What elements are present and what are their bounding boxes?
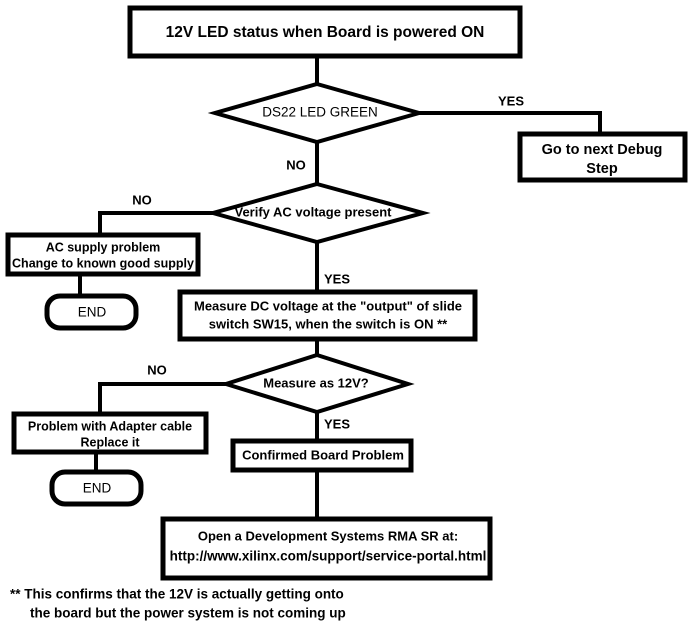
process-adapter-cable-problem [11,411,209,455]
connector-verify-ac-no-to-ac-supply [98,211,213,235]
decision-ds22-led-green [207,81,427,145]
process-next-debug-step-line2: Step [586,161,618,177]
process-measure-dc-voltage-line2: switch SW15, when the switch is ON ** [209,316,448,331]
process-ac-supply-problem-line2: Change to known good supply [12,256,194,270]
connector-measure-12v-no-to-adapter [98,382,226,414]
end-adapter-cable-label: END [83,481,112,496]
decision-measure-12v-label: Measure as 12V? [263,375,369,390]
process-open-rma-url: http://www.xilinx.com/support/service-po… [170,549,487,564]
branch-label-ds22-no: NO [286,157,306,172]
branch-label-ds22-yes: YES [498,93,524,108]
decision-verify-ac-voltage [205,181,431,245]
footnote-line1: ** This confirms that the 12V is actuall… [10,587,344,602]
start-box [127,5,523,59]
branch-label-measure-12v-no: NO [147,362,167,377]
process-next-debug-step [517,131,688,183]
process-next-debug-step-line1: Go to next Debug [542,142,663,158]
process-confirmed-board-problem [230,438,414,473]
process-ac-supply-problem [5,232,201,277]
end-ac-supply [44,293,139,331]
process-open-rma-line1: Open a Development Systems RMA SR at: [198,528,458,543]
connector-ds22-yes-to-next-debug [419,111,602,134]
process-adapter-cable-line1: Problem with Adapter cable [28,419,192,433]
start-box-label: 12V LED status when Board is powered ON [166,24,485,41]
process-ac-supply-problem-line1: AC supply problem [46,240,161,254]
process-confirmed-board-problem-label: Confirmed Board Problem [242,447,404,462]
footnote-line2: the board but the power system is not co… [30,606,346,621]
decision-measure-12v [219,352,415,415]
process-measure-dc-voltage [177,289,478,342]
process-measure-dc-voltage-line1: Measure DC voltage at the "output" of sl… [194,298,462,313]
end-ac-supply-label: END [78,305,107,320]
decision-verify-ac-label: Verify AC voltage present [234,204,392,219]
branch-label-verify-ac-yes: YES [324,271,350,286]
process-adapter-cable-line2: Replace it [80,435,140,449]
branch-label-verify-ac-no: NO [132,192,152,207]
branch-label-measure-12v-yes: YES [324,416,350,431]
decision-ds22-label: DS22 LED GREEN [262,105,378,120]
end-adapter-cable [49,469,144,507]
process-open-rma [160,516,493,581]
